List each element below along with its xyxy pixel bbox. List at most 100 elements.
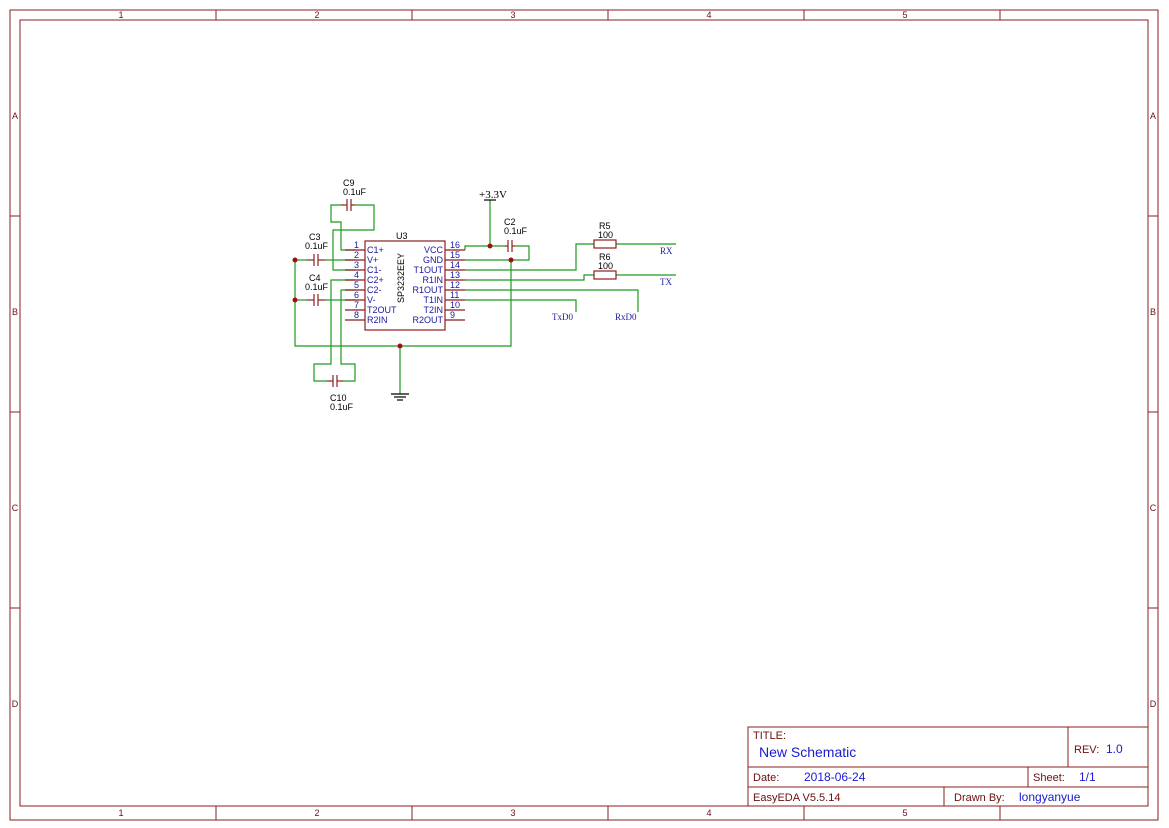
- sheet-value: 1/1: [1079, 770, 1096, 784]
- pin-number: 10: [450, 300, 460, 310]
- r5-value: 100: [598, 230, 613, 240]
- pin-number: 7: [354, 300, 359, 310]
- col-label-4-top: 4: [706, 10, 711, 20]
- pin-number: 15: [450, 250, 460, 260]
- row-label-d-left: D: [12, 699, 19, 709]
- capacitor-c10[interactable]: C10 0.1uF: [327, 375, 354, 412]
- pin-name: VCC: [424, 245, 444, 255]
- sheet-frame: 1 2 3 4 5 1 2 3 4 5 A B C D A B C D: [9, 9, 1159, 821]
- junction-dot: [508, 257, 514, 263]
- col-label-3-top: 3: [510, 10, 515, 20]
- net-label-txd0: TxD0: [552, 312, 573, 322]
- wire-ground-rail: [294, 260, 512, 347]
- outer-border: [9, 9, 1159, 821]
- ground-icon[interactable]: [391, 393, 409, 401]
- pin-name: R1OUT: [412, 285, 443, 295]
- c4-value: 0.1uF: [305, 282, 329, 292]
- pin-name: C2+: [367, 275, 384, 285]
- pin-name: R2OUT: [412, 315, 443, 325]
- net-label-rxd0: RxD0: [615, 312, 637, 322]
- pin-number: 3: [354, 260, 359, 270]
- row-label-b-left: B: [12, 307, 18, 317]
- u3-chip[interactable]: U3 SP3232EEY 1 2 3 4 5 6 7 8 C1+ V+ C1- …: [345, 231, 465, 331]
- col-label-5-top: 5: [902, 10, 907, 20]
- title-value: New Schematic: [759, 744, 856, 760]
- c10-ref: C10: [330, 393, 347, 403]
- c3-ref: C3: [309, 232, 321, 242]
- c3-value: 0.1uF: [305, 241, 329, 251]
- pin-name: R2IN: [367, 315, 388, 325]
- drawn-by-label: Drawn By:: [954, 792, 1005, 804]
- col-label-4-bottom: 4: [706, 808, 711, 818]
- pin-number: 5: [354, 280, 359, 290]
- pin-number: 9: [450, 310, 455, 320]
- r6-ref: R6: [599, 252, 611, 262]
- col-label-1-top: 1: [118, 10, 123, 20]
- pin-number: 4: [354, 270, 359, 280]
- inner-border: [19, 19, 1149, 807]
- pin-name: T1IN: [423, 295, 443, 305]
- pin-number: 16: [450, 240, 460, 250]
- pin-name: R1IN: [422, 275, 443, 285]
- power-3v3-label: +3.3V: [479, 189, 507, 201]
- col-label-1-bottom: 1: [118, 808, 123, 818]
- title-label: TITLE:: [753, 730, 786, 742]
- net-label-tx: TX: [660, 277, 672, 287]
- pin-name: V+: [367, 255, 378, 265]
- pin-number: 11: [450, 290, 459, 300]
- capacitor-c9[interactable]: C9 0.1uF: [341, 178, 367, 211]
- rev-label: REV:: [1074, 744, 1099, 756]
- row-label-c-left: C: [12, 503, 19, 513]
- pin-name: C1+: [367, 245, 384, 255]
- col-label-3-bottom: 3: [510, 808, 515, 818]
- resistor-r6[interactable]: R6 100: [593, 252, 617, 280]
- u3-body[interactable]: [364, 240, 446, 331]
- u3-designator: U3: [396, 231, 408, 241]
- wire-c9-a: [330, 204, 355, 251]
- capacitor-c4[interactable]: C4 0.1uF: [305, 273, 329, 306]
- wires: [294, 200, 676, 394]
- junction-dot: [292, 257, 298, 263]
- capacitor-c3[interactable]: C3 0.1uF: [305, 232, 329, 266]
- r6-body[interactable]: [593, 270, 617, 280]
- pin-number: 6: [354, 290, 359, 300]
- pin-name: T2IN: [423, 305, 443, 315]
- pin-number: 8: [354, 310, 359, 320]
- wire-t1out: [465, 243, 594, 271]
- r5-body[interactable]: [593, 239, 617, 249]
- pin-name: T1OUT: [413, 265, 443, 275]
- wire-c9-b: [332, 204, 375, 271]
- pin-name: T2OUT: [367, 305, 397, 315]
- col-label-2-top: 2: [314, 10, 319, 20]
- resistor-r5[interactable]: R5 100: [593, 221, 617, 249]
- drawn-by-value: longyanyue: [1019, 790, 1081, 804]
- r5-ref: R5: [599, 221, 611, 231]
- c2-value: 0.1uF: [504, 226, 528, 236]
- wire-c2-gnd: [465, 245, 530, 261]
- date-value: 2018-06-24: [804, 770, 866, 784]
- row-label-c-right: C: [1150, 503, 1157, 513]
- pin-name: GND: [423, 255, 444, 265]
- pin-number: 1: [354, 240, 359, 250]
- c10-value: 0.1uF: [330, 402, 354, 412]
- wire-c10-a: [313, 279, 355, 382]
- date-label: Date:: [753, 772, 779, 784]
- col-label-5-bottom: 5: [902, 808, 907, 818]
- title-block: TITLE: New Schematic REV: 1.0 Date: 2018…: [747, 726, 1149, 807]
- r6-value: 100: [598, 261, 613, 271]
- junctions: [292, 243, 514, 349]
- u3-part-number: SP3232EEY: [396, 253, 406, 303]
- capacitor-c2[interactable]: C2 0.1uF: [504, 217, 528, 252]
- power-3v3-symbol[interactable]: +3.3V: [479, 189, 507, 201]
- row-label-b-right: B: [1150, 307, 1156, 317]
- software-label: EasyEDA V5.5.14: [753, 792, 840, 804]
- junction-dot: [487, 243, 493, 249]
- junction-dot: [292, 297, 298, 303]
- sheet-label: Sheet:: [1033, 772, 1065, 784]
- row-label-a-left: A: [12, 111, 18, 121]
- pin-name: V-: [367, 295, 376, 305]
- wire-t1in: [465, 299, 577, 312]
- pin-number: 13: [450, 270, 460, 280]
- pin-name: C2-: [367, 285, 382, 295]
